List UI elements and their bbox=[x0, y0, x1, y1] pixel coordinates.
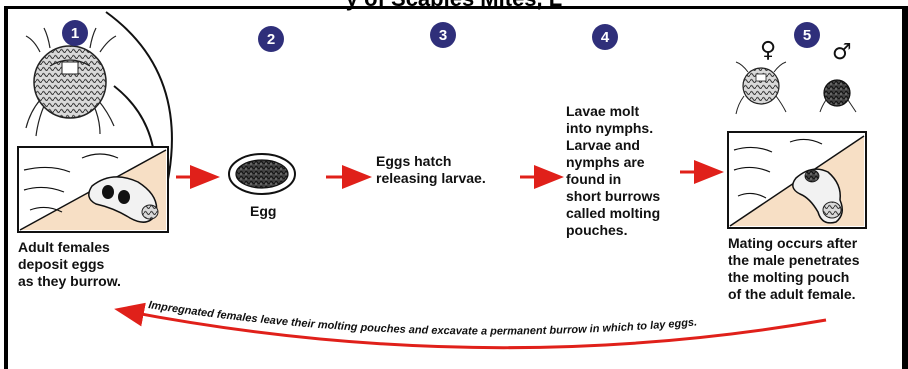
return-arrow-5-to-1 bbox=[114, 302, 827, 350]
male-mite-small-illustration bbox=[819, 79, 857, 113]
female-symbol: ♀ bbox=[760, 38, 777, 63]
step-1-badge: 1 bbox=[62, 20, 88, 46]
female-mite-small-illustration bbox=[735, 61, 787, 115]
egg-illustration bbox=[228, 153, 296, 195]
step-4-badge: 4 bbox=[592, 24, 618, 50]
step-5-caption: Mating occurs after the male penetrates … bbox=[728, 235, 860, 302]
skin-burrow-panel-5 bbox=[727, 131, 867, 229]
frame-right-border bbox=[902, 6, 908, 369]
skin-burrow-panel-1 bbox=[17, 146, 169, 233]
step-1-caption: Adult females deposit eggs as they burro… bbox=[18, 239, 121, 289]
step-4-caption: Lavae molt into nymphs. Larvae and nymph… bbox=[566, 103, 661, 238]
return-arrow-caption: Impregnated females leave their molting … bbox=[148, 299, 698, 337]
step-5-badge: 5 bbox=[794, 22, 820, 48]
adult-female-mite-illustration bbox=[25, 27, 117, 137]
step-3-badge: 3 bbox=[430, 22, 456, 48]
frame-left-border bbox=[4, 6, 8, 369]
step-2-badge: 2 bbox=[258, 26, 284, 52]
frame-top-border bbox=[4, 6, 908, 9]
step-3-caption: Eggs hatch releasing larvae. bbox=[376, 153, 486, 186]
diagram-title-clipped: y of Scabies Mites, L bbox=[0, 0, 908, 12]
male-symbol: ♂ bbox=[832, 40, 852, 65]
step-2-caption: Egg bbox=[250, 203, 277, 219]
